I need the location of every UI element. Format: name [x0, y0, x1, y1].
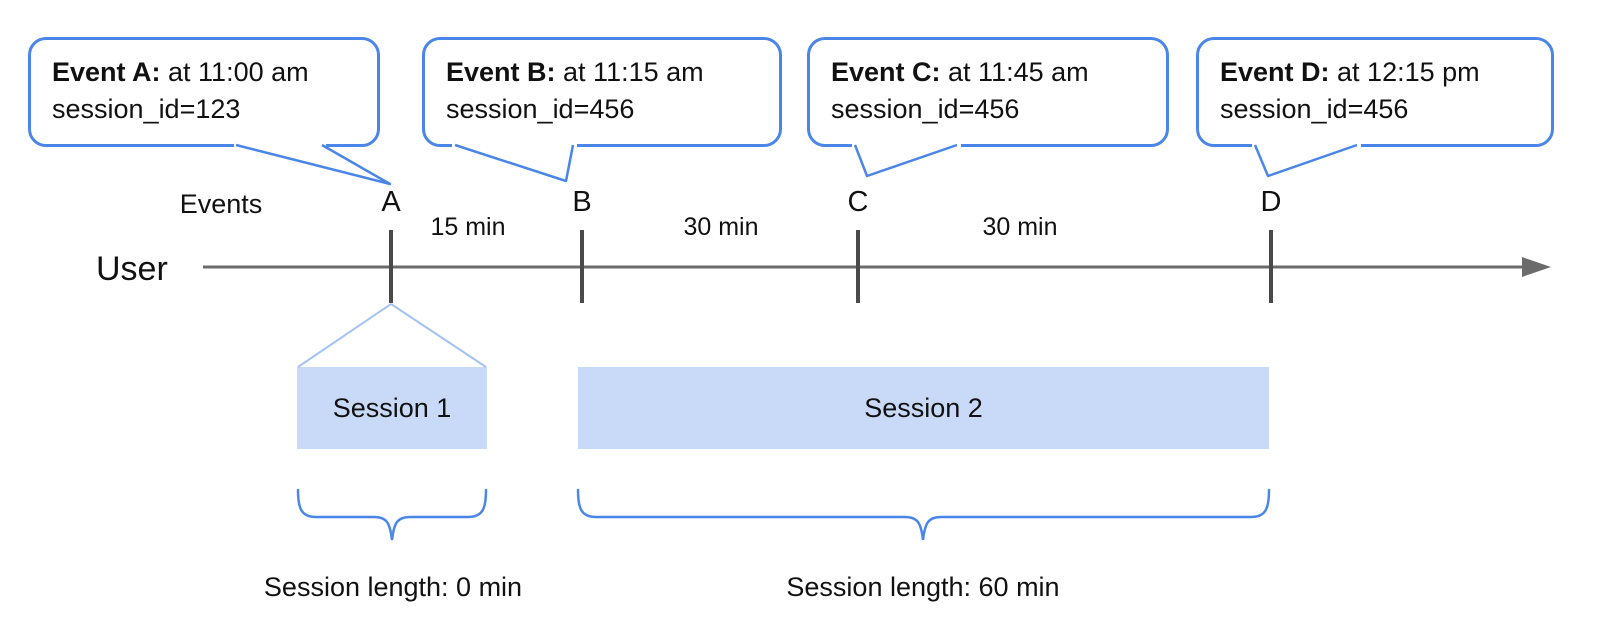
session1-funnel-right-line	[390, 303, 487, 368]
event-a-label: A	[381, 186, 401, 218]
event-d-callout-line1: Event D: at 12:15 pm	[1220, 54, 1533, 91]
event-b-callout-session: session_id=456	[446, 94, 635, 124]
session2-brace	[576, 488, 1271, 541]
event-a-callout: Event A: at 11:00 am session_id=123	[28, 37, 380, 147]
session1-funnel-left-line	[297, 303, 392, 368]
event-d-label: D	[1260, 186, 1282, 218]
event-d-callout-session: session_id=456	[1220, 94, 1409, 124]
event-c-callout-session: session_id=456	[831, 94, 1020, 124]
session1-brace	[296, 488, 488, 541]
event-c-callout-time: at 11:45 am	[940, 57, 1089, 87]
event-b-callout: Event B: at 11:15 am session_id=456	[422, 37, 782, 147]
event-a-callout-line1: Event A: at 11:00 am	[52, 54, 359, 91]
session2-box: Session 2	[578, 367, 1269, 449]
session1-box: Session 1	[297, 367, 487, 449]
interval-label-b-c: 30 min	[683, 213, 759, 241]
event-b-label: B	[572, 186, 592, 218]
event-c-callout: Event C: at 11:45 am session_id=456	[807, 37, 1169, 147]
event-c-tail-outline	[853, 143, 958, 178]
session2-box-label: Session 2	[864, 392, 983, 423]
event-b-callout-time: at 11:15 am	[555, 57, 704, 87]
session1-length-label: Session length: 0 min	[263, 572, 523, 602]
event-d-callout-time: at 12:15 pm	[1329, 57, 1480, 87]
event-c-label: C	[847, 186, 869, 218]
session1-box-label: Session 1	[332, 392, 452, 423]
event-a-callout-time: at 11:00 am	[160, 57, 309, 87]
event-d-tail-outline	[1253, 143, 1358, 178]
session2-length-label: Session length: 60 min	[786, 572, 1060, 602]
timeline-arrowhead	[1522, 257, 1551, 277]
event-a-callout-session: session_id=123	[52, 94, 241, 124]
event-c-callout-line1: Event C: at 11:45 am	[831, 54, 1148, 91]
event-c-callout-title: Event C:	[831, 57, 941, 87]
event-a-tail-outline	[235, 143, 392, 186]
user-axis-label: User	[96, 250, 168, 288]
event-a-callout-title: Event A:	[52, 57, 161, 87]
event-d-callout-title: Event D:	[1220, 57, 1330, 87]
interval-label-c-d: 30 min	[982, 213, 1058, 241]
event-b-tail-outline	[454, 143, 575, 183]
interval-label-a-b: 15 min	[430, 213, 506, 241]
events-axis-label: Events	[179, 189, 263, 219]
event-d-callout: Event D: at 12:15 pm session_id=456	[1196, 37, 1554, 147]
event-b-callout-title: Event B:	[446, 57, 556, 87]
event-b-callout-line1: Event B: at 11:15 am	[446, 54, 761, 91]
